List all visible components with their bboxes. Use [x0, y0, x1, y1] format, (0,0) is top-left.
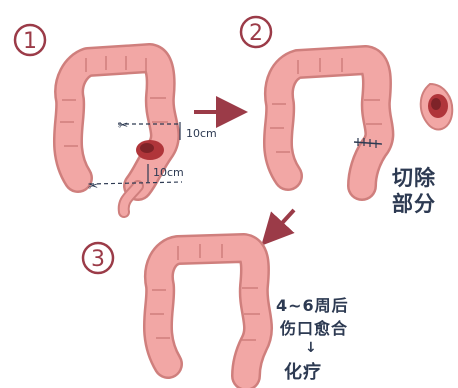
colon-step-1 — [60, 56, 168, 212]
svg-text:✂: ✂ — [118, 118, 128, 132]
step-3-label: 3 — [83, 243, 113, 273]
svg-text:10cm: 10cm — [153, 166, 184, 179]
step-1-label: 1 — [15, 25, 45, 55]
arrow-step-2-to-3 — [272, 210, 294, 234]
chemotherapy-text: 化疗 — [284, 358, 322, 384]
wound-healed-text: 伤口愈合 — [280, 315, 348, 339]
svg-text:2: 2 — [249, 21, 263, 46]
resected-label-line2: 部分 — [392, 188, 436, 218]
healing-time-text: 4~6周后 — [276, 292, 349, 316]
colon-step-3 — [150, 244, 260, 376]
svg-text:10cm: 10cm — [186, 127, 217, 140]
svg-text:✂: ✂ — [88, 179, 98, 193]
tumor-step-1 — [136, 140, 164, 160]
resected-segment — [421, 84, 453, 129]
colon-step-2 — [270, 58, 382, 186]
measure-top: 10cm — [180, 122, 217, 140]
svg-text:3: 3 — [91, 247, 105, 272]
step-2-label: 2 — [241, 17, 271, 47]
svg-text:1: 1 — [23, 29, 37, 54]
down-arrow-icon: ↓ — [305, 340, 318, 356]
